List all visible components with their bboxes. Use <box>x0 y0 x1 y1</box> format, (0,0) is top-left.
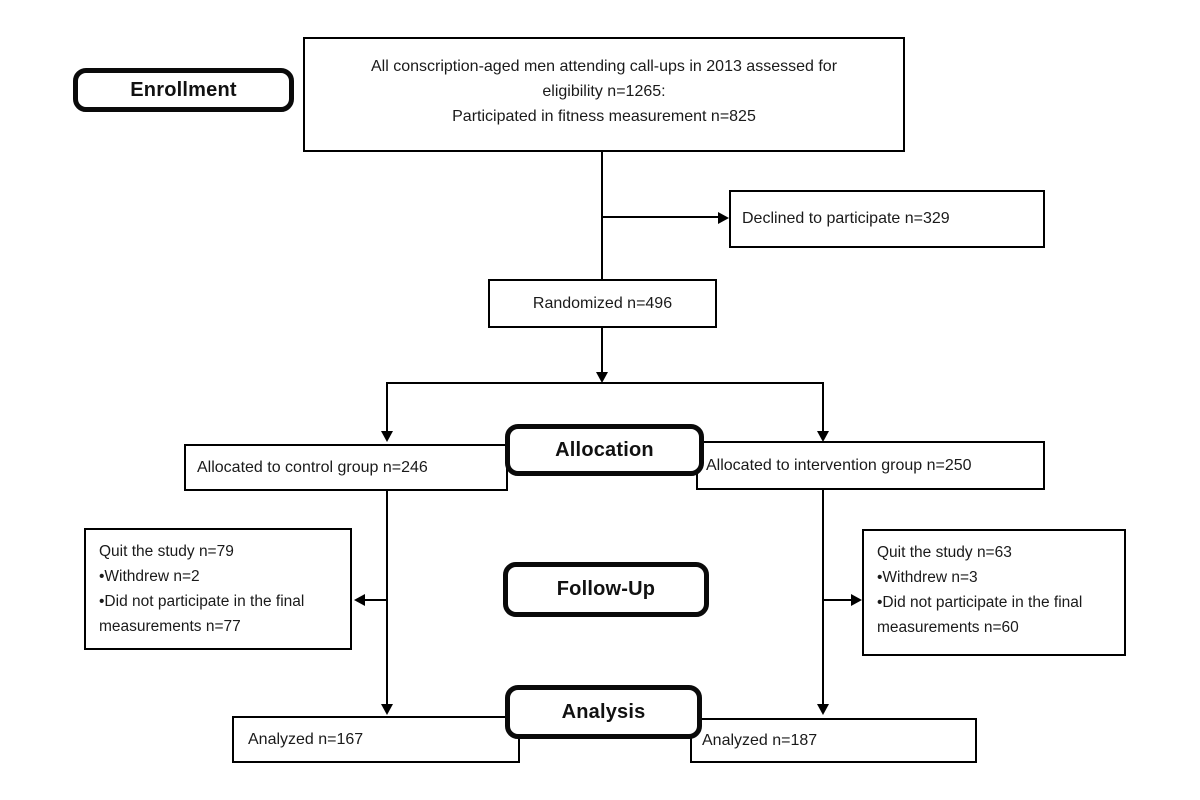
stage-follow-up: Follow-Up <box>503 562 709 617</box>
connector-allocation-split-horizontal <box>386 382 824 384</box>
quit-intervention-line-4: measurements n=60 <box>877 619 1019 636</box>
connector-branch-to-declined <box>602 216 719 218</box>
stage-allocation: Allocation <box>505 424 704 476</box>
eligibility-line-2: eligibility n=1265: <box>542 83 666 100</box>
analyzed-control-label: Analyzed n=167 <box>248 730 364 748</box>
arrowhead-into-intervention-allocation <box>817 431 829 442</box>
randomized-label: Randomized n=496 <box>532 294 673 312</box>
arrowhead-into-control-allocation <box>381 431 393 442</box>
stage-analysis-label: Analysis <box>561 700 646 723</box>
quit-intervention-line-1: Quit the study n=63 <box>877 544 1012 561</box>
allocated-intervention-label: Allocated to intervention group n=250 <box>706 456 972 474</box>
arrowhead-into-analyzed-intervention <box>817 704 829 715</box>
eligibility-box: All conscription-aged men attending call… <box>303 37 905 152</box>
arrowhead-into-quit-control <box>354 594 365 606</box>
quit-control-line-2: •Withdrew n=2 <box>99 568 200 585</box>
randomized-box: Randomized n=496 <box>488 279 717 328</box>
quit-intervention-line-2: •Withdrew n=3 <box>877 569 978 586</box>
analyzed-control-box: Analyzed n=167 <box>232 716 520 763</box>
connector-branch-to-quit-intervention <box>823 599 851 601</box>
arrowhead-into-analyzed-control <box>381 704 393 715</box>
stage-enrollment-label: Enrollment <box>130 78 237 101</box>
quit-control-box: Quit the study n=79 •Withdrew n=2 •Did n… <box>84 528 352 650</box>
quit-intervention-line-3: •Did not participate in the final <box>877 594 1083 611</box>
connector-branch-to-quit-control <box>365 599 387 601</box>
declined-box: Declined to participate n=329 <box>729 190 1045 248</box>
eligibility-line-1: All conscription-aged men attending call… <box>370 58 838 75</box>
declined-label: Declined to participate n=329 <box>742 210 950 227</box>
stage-allocation-label: Allocation <box>555 438 654 461</box>
connector-split-left-drop <box>386 382 388 431</box>
eligibility-line-3: Participated in fitness measurement n=82… <box>452 108 756 125</box>
connector-split-right-drop <box>822 382 824 431</box>
stage-follow-up-label: Follow-Up <box>556 578 656 600</box>
allocated-control-label: Allocated to control group n=246 <box>197 458 428 476</box>
analyzed-intervention-label: Analyzed n=187 <box>702 731 818 749</box>
quit-intervention-box: Quit the study n=63 •Withdrew n=3 •Did n… <box>862 529 1126 656</box>
allocated-intervention-box: Allocated to intervention group n=250 <box>696 441 1045 490</box>
arrowhead-into-quit-intervention <box>851 594 862 606</box>
connector-intervention-to-analysis <box>822 490 824 704</box>
connector-randomized-down <box>601 328 603 373</box>
stage-enrollment: Enrollment <box>73 68 294 112</box>
arrowhead-into-declined <box>718 212 729 224</box>
arrowhead-randomized-junction <box>596 372 608 383</box>
analyzed-intervention-box: Analyzed n=187 <box>690 718 977 763</box>
allocated-control-box: Allocated to control group n=246 <box>184 444 508 491</box>
quit-control-line-3: •Did not participate in the final <box>99 593 305 610</box>
stage-analysis: Analysis <box>505 685 702 739</box>
connector-control-to-analysis <box>386 491 388 704</box>
quit-control-line-4: measurements n=77 <box>99 618 241 635</box>
quit-control-line-1: Quit the study n=79 <box>99 543 234 560</box>
